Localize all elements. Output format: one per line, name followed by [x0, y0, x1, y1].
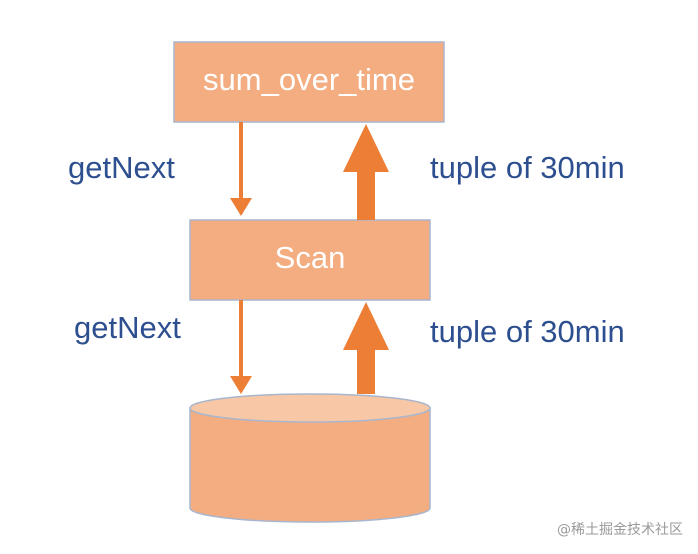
storage-cylinder [189, 393, 431, 523]
cylinder-top [189, 393, 431, 423]
scan-label: Scan [275, 240, 346, 275]
sum-over-time-label: sum_over_time [203, 62, 415, 97]
cylinder-body [189, 407, 431, 523]
upper-getnext-arrow [230, 122, 252, 216]
upper-tuple-arrow [343, 124, 389, 220]
lower-getnext-label: getNext [74, 310, 181, 345]
watermark-text: @稀土掘金技术社区 [557, 522, 683, 538]
lower-tuple-label: tuple of 30min [430, 314, 625, 349]
sum-over-time-node: sum_over_time [173, 41, 445, 123]
scan-node: Scan [189, 219, 431, 301]
sum-over-time-box [173, 41, 445, 123]
lower-tuple-arrow [343, 302, 389, 394]
upper-getnext-label: getNext [68, 150, 175, 185]
lower-getnext-arrow [230, 300, 252, 394]
upper-tuple-label: tuple of 30min [430, 150, 625, 185]
scan-box [189, 219, 431, 301]
